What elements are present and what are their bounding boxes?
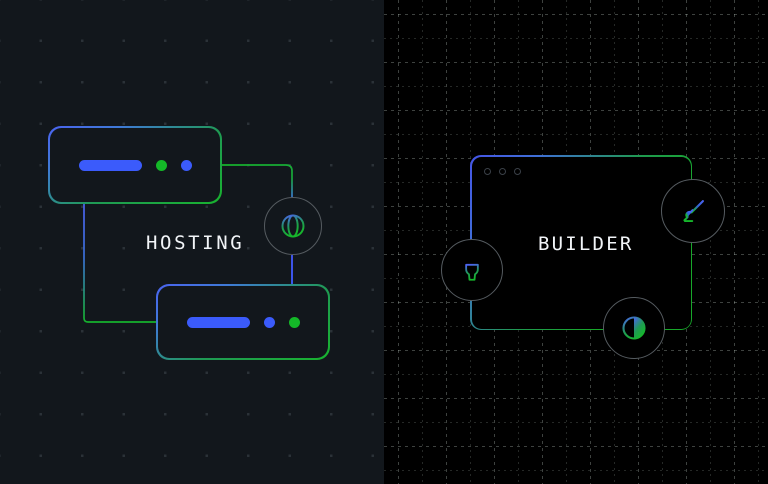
connector-top-to-globe xyxy=(222,164,293,197)
globe-icon xyxy=(281,214,305,238)
connector-left-vertical xyxy=(83,204,156,323)
window-dot-icon[interactable] xyxy=(483,167,491,175)
hosting-panel: HOSTING xyxy=(0,0,384,484)
builder-browser-window[interactable] xyxy=(470,155,692,330)
hosting-label: HOSTING xyxy=(146,232,245,254)
globe-icon-circle[interactable] xyxy=(264,197,322,255)
window-dot-icon[interactable] xyxy=(498,167,506,175)
hosting-card-bottom-inner xyxy=(157,285,329,359)
builder-window-outline xyxy=(384,0,768,484)
hosting-card-top[interactable] xyxy=(48,126,222,204)
dot-grid-background xyxy=(0,0,384,484)
card-dot-blue xyxy=(180,159,192,171)
builder-label: BUILDER xyxy=(538,233,634,255)
contrast-icon xyxy=(622,316,646,340)
hosting-card-bottom[interactable] xyxy=(156,284,330,360)
plug-icon xyxy=(465,259,479,281)
hosting-card-top-inner xyxy=(49,127,221,203)
window-dot-icon[interactable] xyxy=(513,167,521,175)
card-dot-green xyxy=(155,159,167,171)
card-bar xyxy=(186,316,250,328)
plug-icon-circle[interactable] xyxy=(441,239,503,301)
contrast-icon-circle[interactable] xyxy=(603,297,665,359)
card-dot-green xyxy=(288,316,300,328)
builder-window-inner xyxy=(471,156,691,329)
brush-icon xyxy=(683,200,704,222)
builder-panel: BUILDER xyxy=(384,0,768,484)
brush-icon-circle[interactable] xyxy=(661,179,725,243)
card-dot-blue xyxy=(263,316,275,328)
card-bar xyxy=(78,159,142,171)
window-traffic-lights xyxy=(483,167,521,175)
